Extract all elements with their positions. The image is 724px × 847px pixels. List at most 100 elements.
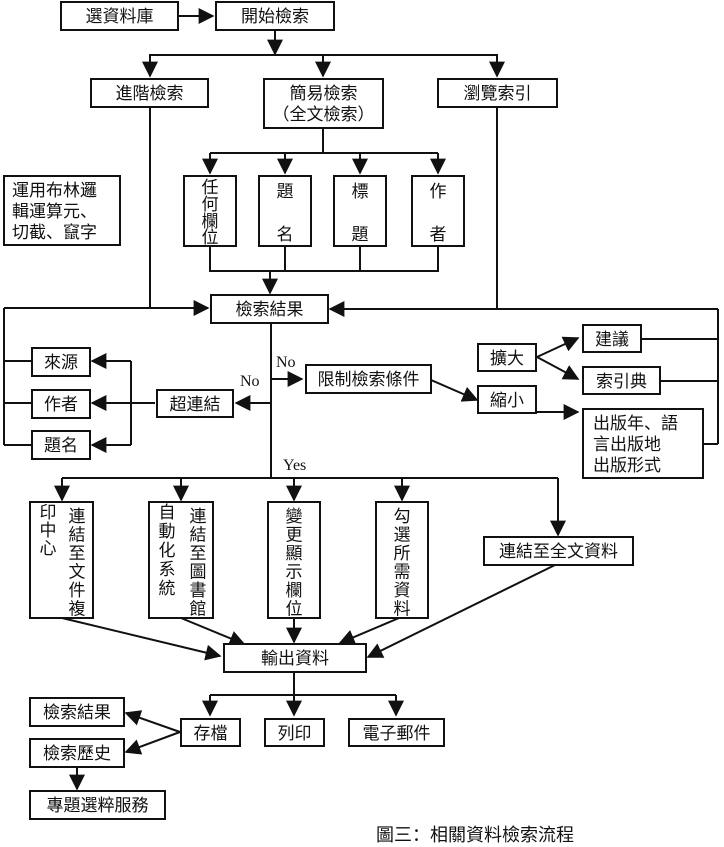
node-char: 結 [190, 526, 207, 546]
arrow-save-to-results [124, 710, 181, 733]
node-label: 索引典 [596, 372, 647, 392]
node-label: 選資料庫 [86, 7, 154, 27]
node-line: 言出版地 [593, 435, 661, 455]
node-char: 何 [202, 195, 219, 215]
node-line: 出版形式 [593, 456, 661, 476]
node-narrow: 縮小 [477, 385, 537, 414]
node-char: 文 [69, 563, 86, 583]
node-char: 更 [286, 526, 303, 546]
node-label: 來源 [44, 353, 78, 373]
node-label: （全文檢索） [273, 105, 375, 125]
node-label: 瀏覽索引 [464, 84, 532, 104]
node-char: 作 [430, 182, 447, 202]
arrow-save-to-history [124, 731, 181, 755]
node-label: 簡易檢索 [290, 84, 358, 104]
node-char: 題 [352, 225, 369, 245]
node-source: 來源 [31, 347, 91, 377]
node-char: 複 [69, 600, 86, 620]
edge-label-yes: Yes [283, 457, 306, 474]
arrow-expand-to-suggestion [536, 336, 580, 358]
node-suggestion: 建議 [582, 324, 642, 353]
node-char: 題 [277, 182, 294, 202]
node-save-file: 存檔 [180, 718, 241, 747]
node-char: 系 [159, 560, 176, 580]
arrow-select-to-output [338, 617, 400, 645]
node-label: 進階檢索 [116, 84, 184, 104]
node-label: 題名 [44, 436, 78, 456]
node-char: 所 [394, 544, 411, 564]
node-sdi-service: 專題選粹服務 [29, 790, 166, 820]
node-start-search: 開始檢索 [215, 1, 335, 31]
node-char: 統 [159, 579, 176, 599]
node-field-any: 任 何 欄 位 [183, 175, 237, 248]
node-output-data: 輸出資料 [223, 643, 367, 673]
note-boolean-operators: 運用布林邏 輯運算元、 切截、竄字 [3, 175, 121, 246]
node-char: 館 [190, 600, 207, 620]
node-limit-conditions: 限制檢索條件 [305, 364, 432, 394]
node-char: 名 [277, 225, 294, 245]
node-label: 檢索結果 [43, 703, 111, 723]
node-field-subject: 標 題 [333, 175, 387, 247]
node-char: 連 [190, 507, 207, 527]
note-line: 切截、竄字 [12, 223, 97, 243]
node-char: 圖 [190, 563, 207, 583]
fields-merge [209, 246, 439, 272]
node-char: 示 [286, 563, 303, 583]
note-line: 運用布林邏 [12, 181, 97, 201]
figure-caption: 圖三：相關資料檢索流程 [376, 825, 574, 846]
node-title: 題名 [31, 430, 91, 460]
node-char: 件 [69, 581, 86, 601]
node-char: 資 [394, 581, 411, 601]
node-search-history: 檢索歷史 [29, 738, 125, 768]
node-label: 檢索結果 [236, 300, 304, 320]
node-char: 欄 [202, 212, 219, 232]
node-char: 至 [69, 544, 86, 564]
note-line: 輯運算元、 [12, 202, 97, 222]
node-line: 出版年、語 [593, 414, 678, 434]
node-char: 欄 [286, 581, 303, 601]
node-char: 連 [69, 507, 86, 527]
node-label: 列印 [278, 724, 312, 744]
node-label: 連結至全文資料 [499, 542, 618, 562]
node-char: 勾 [394, 507, 411, 527]
node-char: 料 [394, 600, 411, 620]
node-author: 作者 [31, 389, 91, 419]
arrow-limit-to-narrow [430, 379, 479, 402]
node-label: 縮小 [490, 391, 524, 411]
node-char: 任 [202, 178, 219, 198]
node-label: 擴大 [490, 349, 524, 369]
node-field-title: 題 名 [258, 175, 312, 247]
node-char: 需 [394, 563, 411, 583]
node-label: 電子郵件 [363, 724, 431, 744]
node-char: 動 [159, 522, 176, 542]
node-char: 變 [286, 507, 303, 527]
node-label: 超連結 [170, 395, 221, 415]
node-char: 化 [159, 541, 176, 561]
node-thesaurus: 索引典 [582, 366, 661, 395]
node-char: 書 [190, 581, 207, 601]
node-char: 位 [202, 228, 219, 248]
arrow-expand-to-thesaurus [536, 356, 580, 380]
node-browse-index: 瀏覽索引 [437, 78, 558, 108]
node-label: 建議 [595, 330, 629, 350]
node-select-db: 選資料庫 [60, 1, 179, 31]
node-email: 電子郵件 [348, 718, 445, 747]
node-saved-results: 檢索結果 [29, 697, 125, 727]
node-label: 存檔 [194, 724, 228, 744]
node-char: 印 [40, 503, 57, 523]
node-label: 檢索歷史 [43, 744, 111, 764]
node-char: 結 [69, 526, 86, 546]
node-label: 專題選粹服務 [47, 796, 149, 816]
node-hyperlink: 超連結 [156, 389, 234, 418]
node-label: 輸出資料 [261, 649, 329, 669]
arrow-fulltext-to-output [366, 564, 556, 658]
node-char: 至 [190, 544, 207, 564]
connectors [3, 8, 719, 791]
node-advanced-search: 進階檢索 [90, 78, 209, 108]
node-char: 中 [40, 521, 57, 541]
